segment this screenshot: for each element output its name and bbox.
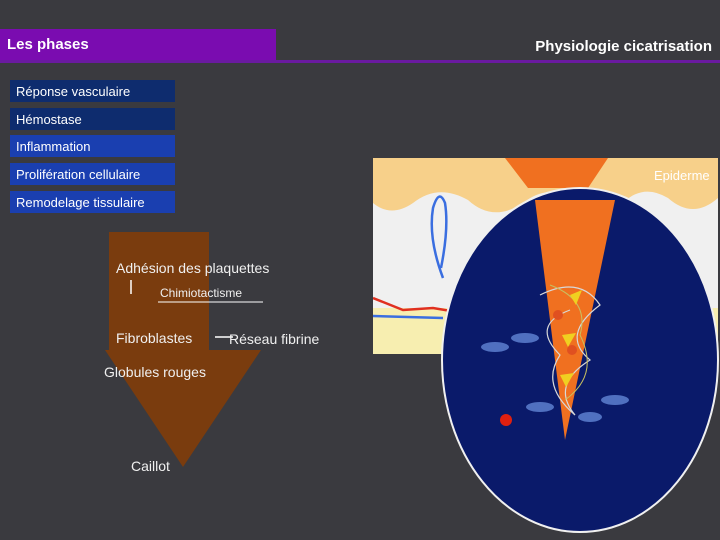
reseau-fibrine-label: Réseau fibrine [229,331,319,347]
fibroblastes-label: Fibroblastes [116,330,192,346]
section-banner: Les phases [0,29,276,60]
caillot-label: Caillot [131,458,170,474]
globules-rouges-label: Globules rouges [104,364,206,380]
phase-item-vasculaire: Réponse vasculaire [10,80,175,102]
page-title: Physiologie cicatrisation [535,38,712,55]
header-divider [0,60,720,63]
phase-item-hemostase: Hémostase [10,108,175,130]
phase-item-remodelage: Remodelage tissulaire [10,191,175,213]
adhesion-label: Adhésion des plaquettes [116,260,269,276]
epiderme-label: Epiderme [654,168,710,183]
phase-item-proliferation: Prolifération cellulaire [10,163,175,185]
chimiotactisme-label: Chimiotactisme [160,286,242,300]
section-title: Les phases [7,36,89,53]
magnified-wound-circle [440,185,720,535]
phase-item-inflammation: Inflammation [10,135,175,157]
